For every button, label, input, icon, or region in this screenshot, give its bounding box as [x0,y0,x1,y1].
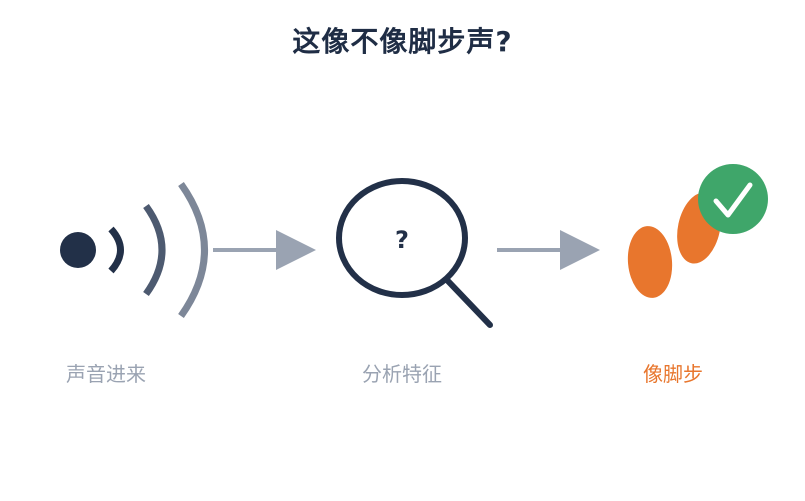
footprint-check-icon [627,164,768,298]
step-3-label: 像脚步 [643,362,703,386]
diagram-title: 这像不像脚步声? [292,25,513,58]
sound-wave-large [178,181,208,319]
check-mark-icon [713,182,753,218]
footprint-left [627,226,673,298]
step-1-label: 声音进来 [66,362,146,386]
magnifier-question-mark: ? [395,226,409,254]
magnifier-handle [444,277,493,328]
sound-source-dot [60,232,96,268]
step-2-label: 分析特征 [362,362,442,386]
magnifier-question-icon: ? [336,178,493,328]
sound-wave-medium [143,203,166,297]
magnifier-lens [336,178,468,298]
check-badge [698,164,768,234]
sound-wave-small [108,226,124,274]
sound-waves-icon [60,181,208,319]
